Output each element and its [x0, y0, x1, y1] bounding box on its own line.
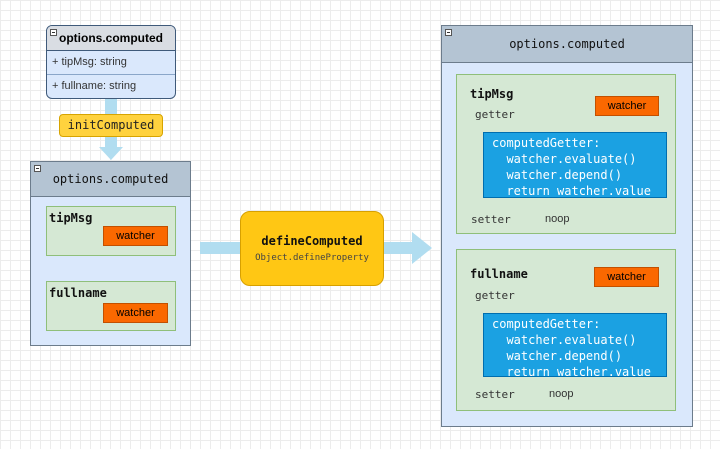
computed-getter-box: computedGetter: watcher.evaluate() watch…	[483, 313, 667, 379]
right-computed-container: options.computed tipMsg watcher getter c…	[441, 25, 693, 427]
collapse-icon[interactable]	[50, 29, 57, 36]
class-box: options.computed + tipMsg: string + full…	[46, 25, 176, 99]
left-container-title: options.computed	[31, 162, 190, 197]
setter-label: setter	[475, 388, 515, 401]
getter-line: return watcher.value	[492, 365, 651, 379]
left-prop-fullname: fullname watcher	[46, 281, 176, 331]
collapse-icon[interactable]	[445, 29, 452, 36]
class-field-tipmsg: + tipMsg: string	[52, 56, 127, 68]
init-computed-label: initComputed	[59, 114, 163, 137]
getter-label: getter	[475, 108, 515, 121]
left-computed-container: options.computed tipMsg watcher fullname…	[30, 161, 191, 346]
prop-name: tipMsg	[470, 87, 514, 101]
getter-line: watcher.depend()	[492, 168, 623, 182]
prop-name: fullname	[49, 286, 107, 300]
collapse-icon[interactable]	[34, 165, 41, 172]
setter-target: noop	[545, 213, 570, 225]
getter-line: computedGetter:	[492, 136, 601, 150]
define-out-arrow-shaft	[384, 242, 414, 254]
watcher-badge: watcher	[595, 96, 659, 116]
left-prop-tipmsg: tipMsg watcher	[46, 206, 176, 256]
getter-line: watcher.evaluate()	[492, 152, 637, 166]
computed-getter-box: computedGetter: watcher.evaluate() watch…	[483, 132, 667, 198]
watcher-badge: watcher	[103, 226, 168, 246]
class-field-divider	[47, 74, 175, 75]
right-container-title: options.computed	[442, 26, 692, 63]
class-field-fullname: + fullname: string	[52, 80, 137, 92]
prop-name: tipMsg	[49, 211, 93, 225]
right-prop-tipmsg: tipMsg watcher getter computedGetter: wa…	[456, 74, 676, 234]
define-in-arrow	[200, 242, 240, 254]
define-computed-box: defineComputed Object.defineProperty	[240, 211, 384, 286]
define-out-arrow-head	[412, 232, 432, 264]
setter-target: noop	[549, 388, 574, 400]
watcher-badge: watcher	[103, 303, 168, 323]
getter-line: watcher.evaluate()	[492, 333, 637, 347]
getter-line: return watcher.value	[492, 184, 651, 198]
init-arrow-head	[99, 147, 123, 160]
define-computed-subtitle: Object.defineProperty	[255, 253, 369, 263]
class-box-title: options.computed	[47, 26, 175, 51]
getter-label: getter	[475, 289, 515, 302]
getter-line: watcher.depend()	[492, 349, 623, 363]
right-prop-fullname: fullname watcher getter computedGetter: …	[456, 249, 676, 411]
define-computed-title: defineComputed	[261, 234, 363, 248]
prop-name: fullname	[470, 267, 528, 281]
watcher-badge: watcher	[594, 267, 659, 287]
setter-label: setter	[471, 213, 511, 226]
getter-line: computedGetter:	[492, 317, 601, 331]
